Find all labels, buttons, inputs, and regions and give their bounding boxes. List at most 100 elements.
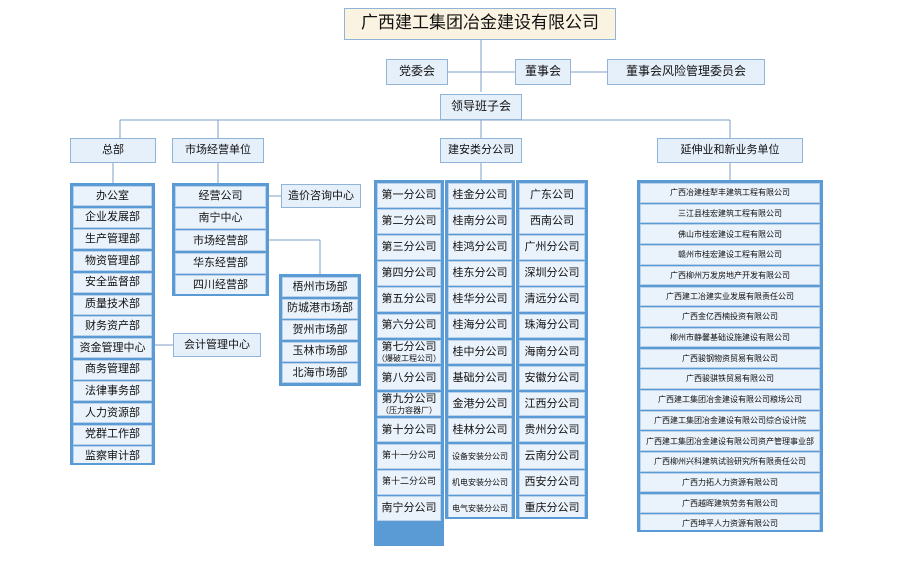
branch-b-6: 桂海分公司 <box>448 313 512 338</box>
board-of-directors: 董事会 <box>515 59 571 85</box>
branch-c-3: 广州分公司 <box>519 235 585 260</box>
market-dept-1: 梧州市场部 <box>282 277 358 297</box>
branch-a-13-name: 南宁分公司 <box>381 501 437 515</box>
branch-b-3: 桂鸿分公司 <box>448 235 512 260</box>
hq-dept-12: 党群工作部 <box>73 424 152 445</box>
leadership-meeting: 领导班子会 <box>440 94 522 120</box>
hq-dept-8: 资金管理中心 <box>73 337 152 358</box>
branch-b-1: 桂金分公司 <box>448 183 512 208</box>
company-title: 广西建工集团冶金建设有限公司 <box>344 8 616 40</box>
market-dept-2: 防城港市场部 <box>282 298 358 319</box>
branch-c-7: 海南分公司 <box>519 339 585 365</box>
hq-dept-9: 商务管理部 <box>73 359 152 380</box>
branch-a-4: 第四分公司 <box>377 261 441 286</box>
branch-c-11: 云南分公司 <box>519 444 585 469</box>
extension-unit-6: 广西建工冶建实业发展有限责任公司 <box>640 286 820 306</box>
extension-unit-14: 广西柳州兴科建筑试验研究所有限责任公司 <box>640 452 820 472</box>
branch-a-2: 第二分公司 <box>377 209 441 234</box>
branch-a-7-note: （爆破工程公司） <box>377 353 441 363</box>
extension-unit-12: 广西建工集团冶金建设有限公司综合设计院 <box>640 410 820 431</box>
branch-b-11: 设备安装分公司 <box>448 444 512 469</box>
branch-a-12: 第十二分公司 <box>377 470 441 495</box>
extension-unit-11: 广西建工集团冶金建设有限公司粮场公司 <box>640 390 820 410</box>
category-market: 市场经营单位 <box>172 138 264 163</box>
branch-c-9: 江西分公司 <box>519 391 585 417</box>
market-units: 经营公司南宁中心市场经营部华东经营部四川经营部 <box>172 183 269 296</box>
branch-a-5: 第五分公司 <box>377 287 441 312</box>
market-unit-4: 华东经营部 <box>175 252 266 274</box>
branch-a-10: 第十分公司 <box>377 417 441 443</box>
branch-a-12-name: 第十二分公司 <box>381 477 436 488</box>
branch-b-8: 基础分公司 <box>448 365 512 391</box>
extension-unit-3: 佛山市桂宏建设工程有限公司 <box>640 224 820 244</box>
hq-dept-5: 安全监督部 <box>73 272 152 293</box>
branch-a-5-name: 第五分公司 <box>381 292 437 306</box>
hq-dept-11: 人力资源部 <box>73 403 152 423</box>
hq-dept-6: 质量技术部 <box>73 294 152 315</box>
market-dept-3: 贺州市场部 <box>282 320 358 341</box>
branch-c-10: 贵州分公司 <box>519 417 585 443</box>
category-hq: 总部 <box>70 138 156 163</box>
branch-a-4-name: 第四分公司 <box>381 266 437 280</box>
market-dept-4: 玉林市场部 <box>282 341 358 362</box>
extension-unit-13: 广西建工集团冶金建设有限公司资产管理事业部 <box>640 431 820 451</box>
extension-unit-7: 广西金亿西楠投资有限公司 <box>640 307 820 327</box>
category-extension: 延伸业和新业务单位 <box>657 138 803 163</box>
extension-unit-5: 广西柳州万发房地产开发有限公司 <box>640 265 820 286</box>
accounting-center: 会计管理中心 <box>173 333 261 357</box>
extension-unit-16: 广西越晖建筑劳务有限公司 <box>640 493 820 513</box>
branch-a-6-name: 第六分公司 <box>381 318 437 332</box>
branch-c-4: 深圳分公司 <box>519 261 585 286</box>
construction-column-3: 广东公司西南公司广州分公司深圳分公司清远分公司珠海分公司海南分公司安徽分公司江西… <box>516 180 588 519</box>
branch-b-9: 金港分公司 <box>448 391 512 417</box>
branch-a-8-name: 第八分公司 <box>381 370 437 384</box>
branch-a-2-name: 第二分公司 <box>381 214 437 228</box>
hq-dept-7: 财务资产部 <box>73 316 152 337</box>
branch-b-10: 桂林分公司 <box>448 417 512 443</box>
branch-a-6: 第六分公司 <box>377 313 441 338</box>
branch-a-11-name: 第十一分公司 <box>381 451 436 462</box>
party-committee: 党委会 <box>386 59 448 85</box>
extension-unit-9: 广西骏钢物资贸易有限公司 <box>640 348 820 369</box>
branch-a-9-name: 第九分公司 <box>381 392 437 406</box>
market-departments: 梧州市场部防城港市场部贺州市场部玉林市场部北海市场部 <box>279 274 361 386</box>
hq-dept-10: 法律事务部 <box>73 381 152 402</box>
branch-a-1: 第一分公司 <box>377 183 441 208</box>
branch-c-8: 安徽分公司 <box>519 365 585 391</box>
branch-a-10-name: 第十分公司 <box>381 422 437 436</box>
branch-a-13: 南宁分公司 <box>377 496 441 521</box>
market-unit-2: 南宁中心 <box>175 208 266 230</box>
branch-b-2: 桂南分公司 <box>448 209 512 234</box>
branch-c-1: 广东公司 <box>519 183 585 208</box>
branch-a-3-name: 第三分公司 <box>381 240 437 254</box>
branch-b-12: 机电安装分公司 <box>448 470 512 495</box>
hq-dept-1: 办公室 <box>73 186 152 206</box>
board-risk-committee: 董事会风险管理委员会 <box>607 59 765 85</box>
branch-a-9-note: （压力容器厂） <box>381 405 437 415</box>
extension-unit-1: 广西冶建桂犁丰建筑工程有限公司 <box>640 183 820 203</box>
branch-c-2: 西南公司 <box>519 209 585 234</box>
hq-dept-3: 生产管理部 <box>73 229 152 250</box>
extension-unit-15: 广西力拓人力资源有限公司 <box>640 472 820 493</box>
market-dept-5: 北海市场部 <box>282 363 358 384</box>
branch-a-3: 第三分公司 <box>377 235 441 260</box>
branch-a-11: 第十一分公司 <box>377 444 441 469</box>
branch-a-9: 第九分公司（压力容器厂） <box>377 391 441 417</box>
market-unit-1: 经营公司 <box>175 186 266 207</box>
branch-b-13: 电气安装分公司 <box>448 496 512 517</box>
extension-unit-4: 赣州市桂宏建设工程有限公司 <box>640 245 820 265</box>
branch-b-5: 桂华分公司 <box>448 287 512 312</box>
market-unit-3: 市场经营部 <box>175 230 266 252</box>
extension-units: 广西冶建桂犁丰建筑工程有限公司三江县桂宏建筑工程有限公司佛山市桂宏建设工程有限公… <box>637 180 823 532</box>
extension-unit-17: 广西坤平人力资源有限公司 <box>640 514 820 530</box>
category-construction: 建安类分公司 <box>440 138 522 163</box>
hq-dept-2: 企业发展部 <box>73 207 152 228</box>
construction-column-2: 桂金分公司桂南分公司桂鸿分公司桂东分公司桂华分公司桂海分公司桂中分公司基础分公司… <box>445 180 515 519</box>
branch-c-13: 重庆分公司 <box>519 496 585 517</box>
extension-unit-2: 三江县桂宏建筑工程有限公司 <box>640 203 820 224</box>
branch-c-12: 西安分公司 <box>519 470 585 495</box>
extension-unit-8: 柳州市静馨基础设施建设有限公司 <box>640 327 820 348</box>
branch-a-1-name: 第一分公司 <box>381 187 437 201</box>
branch-c-5: 清远分公司 <box>519 287 585 312</box>
